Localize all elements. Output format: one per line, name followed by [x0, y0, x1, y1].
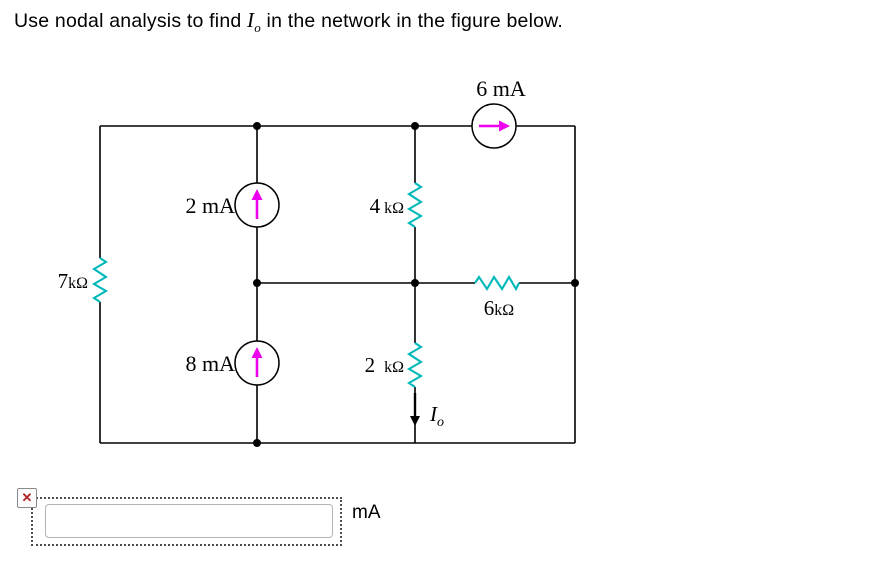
- source-2ma-arrowhead-icon: [251, 189, 263, 200]
- resistor-4k-unit: kΩ: [384, 200, 404, 217]
- resistor-4k-symbol: [406, 182, 424, 228]
- resistor-6k-unit: kΩ: [494, 302, 514, 319]
- resistor-7k-unit: kΩ: [68, 275, 88, 292]
- resistor-6k-symbol: [474, 274, 520, 292]
- node-dot: [253, 122, 261, 130]
- circuit-resistors: [91, 182, 520, 388]
- io-letter: I: [429, 402, 438, 426]
- statement-prefix: Use nodal analysis to find: [14, 10, 248, 32]
- io-arrowhead-icon: [410, 416, 420, 426]
- current-source-8ma: [234, 340, 280, 386]
- resistor-6k-label: 6kΩ: [484, 296, 515, 320]
- output-current-arrow: [410, 393, 420, 426]
- answer-unit: mA: [352, 502, 381, 523]
- resistor-4k-value: 4: [370, 194, 381, 218]
- node-dot: [253, 279, 261, 287]
- resistor-6k-value: 6: [484, 296, 495, 320]
- current-symbol: Io: [247, 8, 261, 36]
- answer-input[interactable]: [45, 504, 333, 538]
- resistor-2k-unit: kΩ: [384, 359, 404, 376]
- node-dot: [253, 439, 261, 447]
- resistor-2k-symbol: [406, 342, 424, 388]
- current-symbol-letter: I: [247, 8, 255, 32]
- current-source-2ma: [234, 182, 280, 228]
- current-source-6ma: [471, 103, 517, 149]
- problem-statement: Use nodal analysis to find Io in the net…: [14, 8, 563, 36]
- resistor-7k-symbol: [91, 257, 109, 303]
- circuit-wires: [99, 125, 576, 444]
- resistor-2k-label: 2 kΩ: [365, 353, 405, 377]
- output-current-label: Io: [429, 402, 444, 430]
- source-8ma-label: 8 mA: [186, 351, 236, 376]
- source-6ma-label: 6 mA: [476, 76, 526, 101]
- resistor-7k-label: 7kΩ: [58, 269, 89, 293]
- answer-highlight-region: [31, 497, 342, 546]
- source-2ma-label: 2 mA: [186, 193, 236, 218]
- statement-suffix: in the network in the figure below.: [260, 10, 563, 32]
- node-dot: [411, 122, 419, 130]
- source-6ma-arrowhead-icon: [499, 120, 510, 132]
- node-dot: [411, 279, 419, 287]
- resistor-7k-value: 7: [58, 269, 69, 293]
- circuit-nodes: [253, 122, 579, 447]
- incorrect-icon: ✕: [17, 488, 37, 508]
- node-dot: [571, 279, 579, 287]
- source-8ma-arrowhead-icon: [251, 347, 263, 358]
- resistor-2k-value: 2: [365, 353, 376, 377]
- current-symbol-subscript: o: [254, 20, 261, 36]
- io-subscript: o: [437, 415, 444, 430]
